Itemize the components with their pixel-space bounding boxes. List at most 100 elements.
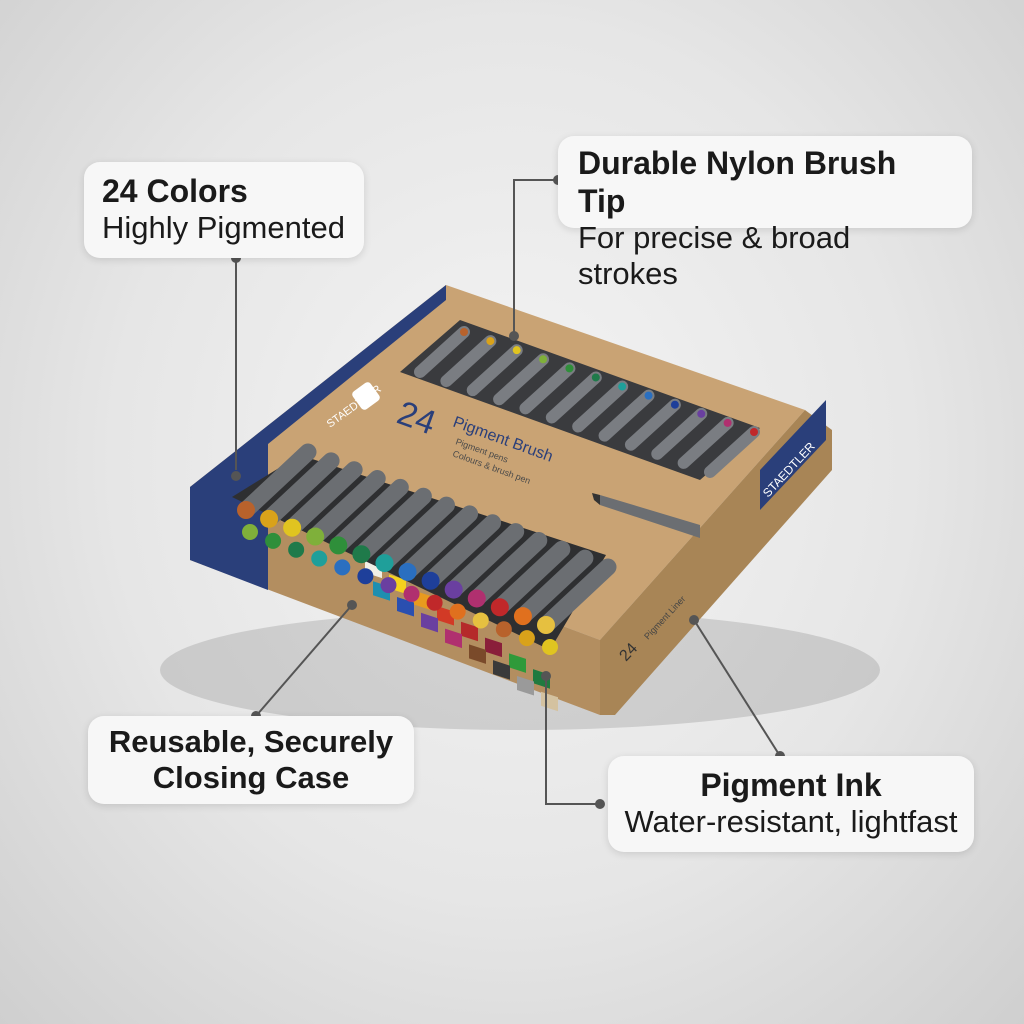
pen-cap	[237, 501, 255, 519]
leader-dot	[541, 671, 551, 681]
pen-barrel	[375, 496, 455, 572]
upper-pen-tip	[460, 328, 468, 336]
pen-cap	[449, 603, 466, 620]
brand-logo-mark	[352, 382, 380, 410]
upper-pen-barrel	[545, 371, 602, 424]
pen-cap	[380, 577, 397, 594]
pen-barrel	[329, 478, 409, 554]
main-pen-row	[237, 443, 617, 655]
upper-pen-barrel	[466, 344, 523, 397]
pen-cap	[472, 612, 489, 629]
upper-pen-barrel	[519, 362, 576, 415]
callout-case-line-2: Closing Case	[152, 760, 350, 795]
callout-colors-title: 24 Colors	[102, 173, 248, 209]
pen-barrel	[260, 452, 340, 528]
upper-pen-tip	[565, 364, 574, 373]
callout-brush-tip: Durable Nylon Brush Tip For precise & br…	[558, 136, 972, 291]
pen-cap	[518, 630, 535, 647]
pen-cap	[537, 616, 555, 634]
leader-dot	[347, 600, 357, 610]
color-swatch	[493, 660, 510, 680]
color-swatch	[469, 644, 486, 664]
callout-colors-subtitle: Highly Pigmented	[102, 210, 345, 245]
upper-pen-tip	[644, 391, 653, 400]
pen-cap	[513, 607, 532, 626]
color-swatch	[509, 653, 526, 673]
upper-pen-tip	[486, 337, 495, 346]
callout-ink-subtitle: Water-resistant, lightfast	[624, 804, 958, 839]
leader-dot	[509, 331, 519, 341]
leader-line-ink-right	[693, 619, 781, 757]
pen-barrel	[491, 540, 571, 616]
leader-line-ink-left	[545, 676, 600, 805]
pen-barrel	[399, 505, 479, 581]
pen-cap	[265, 532, 282, 549]
callout-ink: Pigment Ink Water-resistant, lightfast	[608, 756, 974, 852]
pen-cap	[490, 598, 509, 617]
callout-case: Reusable, Securely Closing Case	[88, 716, 414, 804]
color-swatch	[485, 637, 502, 658]
leader-lines	[235, 179, 781, 805]
pen-barrel	[283, 461, 363, 537]
leader-dot	[689, 615, 699, 625]
upper-pen-tip	[591, 373, 600, 382]
pen-cap	[421, 571, 440, 590]
pen-cap	[495, 621, 512, 638]
pen-cap	[311, 550, 328, 567]
pen-cap	[398, 562, 417, 581]
upper-pen-row	[414, 326, 760, 478]
pen-barrel	[445, 523, 525, 599]
pen-cap	[426, 594, 443, 611]
upper-pen-barrel	[677, 416, 734, 469]
leader-line-case	[255, 604, 353, 717]
leader-line-tip	[513, 179, 558, 335]
pen-barrel	[514, 549, 594, 625]
pen-cap	[334, 559, 351, 576]
side-brand-band	[760, 400, 826, 510]
upper-pen-tip	[750, 428, 758, 436]
color-swatch	[461, 621, 478, 642]
pen-cap	[306, 527, 325, 546]
callout-brush-tip-subtitle: For precise & broad strokes	[578, 220, 851, 291]
upper-pen-tip	[723, 418, 732, 427]
pen-cap	[357, 568, 374, 585]
pen-cap	[444, 580, 463, 599]
pen-barrel	[468, 531, 548, 607]
pen-barrel	[352, 487, 432, 563]
upper-pen-barrel	[440, 335, 497, 388]
pen-barrel	[237, 443, 317, 519]
upper-pen-barrel	[493, 353, 550, 406]
pen-cap	[260, 509, 279, 528]
callout-case-line-1: Reusable, Securely	[108, 724, 394, 759]
upper-pen-barrel	[572, 380, 629, 433]
upper-pen-tip	[539, 355, 548, 364]
color-swatch	[421, 612, 438, 633]
pen-cap	[283, 518, 302, 537]
upper-pen-barrel	[598, 389, 655, 442]
sample-brush-pen	[592, 493, 700, 538]
pen-cap	[242, 524, 258, 540]
upper-pen-tip	[697, 409, 706, 418]
upper-pen-barrel	[624, 398, 681, 451]
callout-ink-title: Pigment Ink	[700, 767, 882, 803]
upper-pen-tip	[670, 400, 679, 409]
pen-cap	[375, 554, 394, 573]
pen-cap	[329, 536, 348, 555]
leader-dot	[595, 799, 605, 809]
pen-cap	[542, 639, 558, 655]
upper-pen-tip	[512, 346, 521, 355]
pen-barrel	[422, 514, 502, 590]
pen-cap	[403, 585, 420, 602]
callout-brush-tip-title: Durable Nylon Brush Tip	[578, 145, 897, 219]
color-swatch	[517, 675, 534, 696]
color-swatch	[397, 596, 414, 617]
color-swatch	[445, 628, 462, 649]
upper-pen-barrel	[651, 407, 708, 460]
pen-cap	[467, 589, 486, 608]
pen-barrel	[306, 470, 386, 546]
upper-pen-barrel	[704, 426, 760, 478]
upper-pen-barrel	[414, 326, 470, 378]
callout-colors: 24 Colors Highly Pigmented	[84, 162, 364, 258]
pen-cap	[352, 545, 371, 564]
